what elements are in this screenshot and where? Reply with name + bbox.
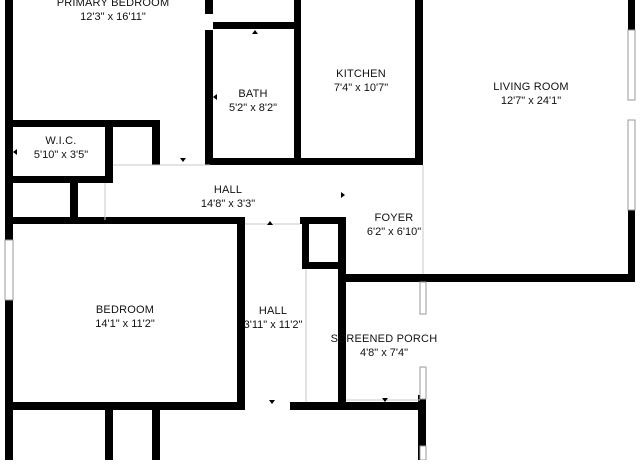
room-hall-side: HALL 3'11" x 11'2" <box>244 304 303 332</box>
room-dims: 5'2" x 8'2" <box>228 102 278 114</box>
wall-wic-bottom <box>5 176 113 183</box>
room-name: KITCHEN <box>336 68 386 80</box>
door-mark <box>392 278 398 282</box>
room-name: BATH <box>238 88 268 100</box>
wall-closet2-left <box>302 217 309 267</box>
walls <box>5 0 635 460</box>
door-mark <box>547 274 553 278</box>
window-porch-bottom <box>419 445 427 461</box>
room-name: BEDROOM <box>95 304 155 316</box>
door-mark <box>180 158 186 162</box>
wall-bath2-left <box>105 402 113 460</box>
room-screened-porch: SCREENED PORCH 4'8" x 7'4" <box>331 332 438 360</box>
room-bedroom: BEDROOM 14'1" x 11'2" <box>95 303 155 331</box>
room-wic: W.I.C. 5'10" x 3'5" <box>34 134 88 162</box>
wall-kitchen-left <box>294 0 301 165</box>
room-dims: 14'8" x 3'3" <box>200 198 256 210</box>
room-name: HALL <box>213 184 243 196</box>
room-dims: 6'2" x 6'10" <box>366 226 422 238</box>
wall-closet2-top <box>300 217 345 224</box>
room-kitchen: KITCHEN 7'4" x 10'7" <box>334 67 388 95</box>
door-mark <box>416 75 420 81</box>
room-name: SCREENED PORCH <box>330 333 438 345</box>
wall-foyer-bottom <box>340 274 420 282</box>
window-living-mid <box>627 119 636 211</box>
room-name: PRIMARY BEDROOM <box>56 0 170 9</box>
room-dims: 3'11" x 11'2" <box>243 319 303 331</box>
wall-wic-right-upper <box>152 120 160 165</box>
wall-left-lower <box>5 300 13 460</box>
openings <box>104 164 424 402</box>
wall-porch-right-lower <box>418 395 426 460</box>
room-name: LIVING ROOM <box>493 81 569 93</box>
window-porch-lower <box>419 366 427 400</box>
windows <box>4 29 636 461</box>
room-name: HALL <box>258 305 288 317</box>
wall-foyer-left <box>338 217 346 337</box>
room-name: W.I.C. <box>45 135 77 147</box>
room-dims: 4'8" x 7'4" <box>359 347 409 359</box>
room-foyer: FOYER 6'2" x 6'10" <box>367 211 421 239</box>
wall-hall-stub <box>70 183 78 223</box>
door-mark <box>152 149 156 155</box>
door-mark <box>252 30 258 34</box>
room-dims: 14'1" x 11'2" <box>95 318 155 330</box>
wall-bath-left <box>205 30 213 165</box>
wall-living-bottom <box>415 274 635 282</box>
door-mark <box>57 406 63 410</box>
wall-bedroom-bottom <box>5 402 245 410</box>
window-bedroom-left <box>4 239 14 301</box>
room-name: FOYER <box>374 212 414 224</box>
room-dims: 7'4" x 10'7" <box>333 82 389 94</box>
room-primary-bedroom: PRIMARY BEDROOM 12'3" x 16'11" <box>57 0 170 24</box>
wall-kitchen-bottom <box>210 158 423 165</box>
wall-right-lower <box>628 210 635 280</box>
door-mark <box>357 158 363 162</box>
room-dims: 12'7" x 24'1" <box>500 95 562 107</box>
window-porch-upper <box>419 281 427 315</box>
door-mark <box>341 192 345 198</box>
room-living-room: LIVING ROOM 12'7" x 24'1" <box>493 80 569 108</box>
door-mark <box>269 400 275 404</box>
wall-hall-bottom <box>5 217 245 224</box>
wall-closet-bottom <box>213 22 298 29</box>
door-mark <box>213 94 217 100</box>
wall-primary-right-top <box>205 0 213 14</box>
wall-closet2-bottom <box>302 262 342 269</box>
wall-porch-left <box>338 330 346 410</box>
door-mark <box>382 398 388 402</box>
window-living-top <box>627 29 636 101</box>
door-marks <box>13 30 553 410</box>
door-mark <box>13 149 17 155</box>
wall-wic-right <box>105 125 113 183</box>
door-mark <box>127 406 133 410</box>
wall-porch-bottom <box>290 402 425 410</box>
wall-kitchen-right <box>415 0 423 165</box>
room-dims: 5'10" x 3'5" <box>33 149 89 161</box>
room-dims: 12'3" x 16'11" <box>80 11 146 23</box>
room-bath: BATH 5'2" x 8'2" <box>229 87 277 115</box>
wall-bath2-right <box>152 402 160 460</box>
wall-right-top <box>628 0 635 30</box>
door-mark <box>267 221 273 225</box>
wall-bedroom-right <box>237 217 245 407</box>
wall-wic-top <box>5 120 160 127</box>
door-mark <box>294 75 298 81</box>
door-mark <box>240 307 244 313</box>
room-hall-main: HALL 14'8" x 3'3" <box>201 183 255 211</box>
